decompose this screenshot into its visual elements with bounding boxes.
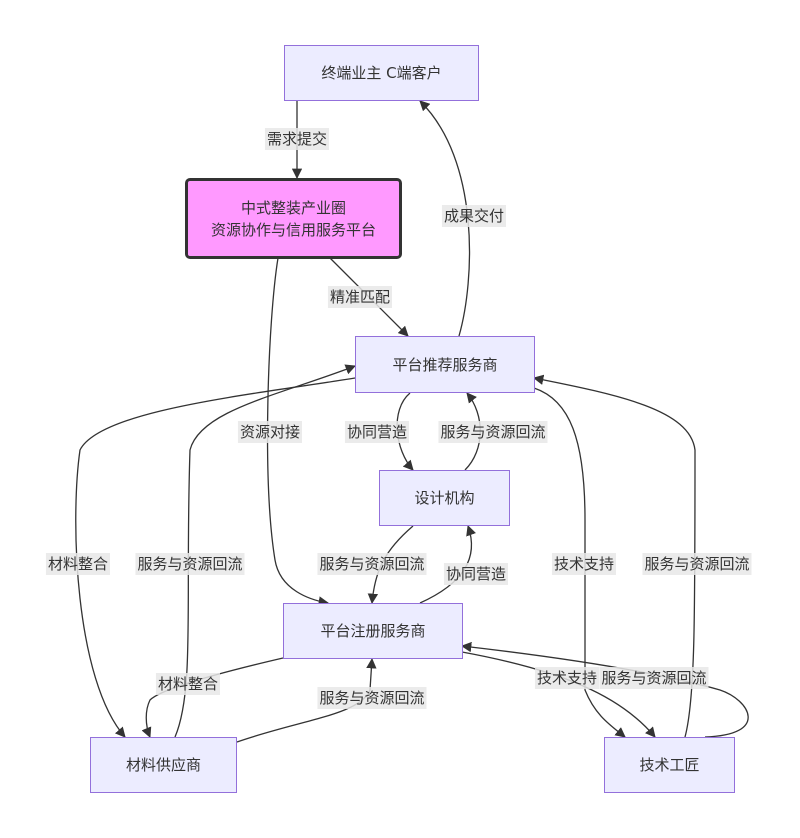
edge-label-demand-submit: 需求提交 (264, 128, 330, 150)
node-design-agency-label: 设计机构 (414, 489, 475, 507)
edge-label-service-flow-1: 服务与资源回流 (438, 421, 548, 443)
edge-label-tech-support-1: 技术支持 (551, 553, 617, 575)
edge-recommended-to-craftsman (533, 387, 626, 738)
edge-platform-to-registered (266, 257, 330, 607)
edge-label-service-flow-5: 服务与资源回流 (317, 687, 427, 709)
edge-label-service-flow-2: 服务与资源回流 (135, 553, 245, 575)
edge-label-service-flow-6: 服务与资源回流 (599, 667, 709, 689)
edge-label-collab-build-1: 协同营造 (344, 421, 410, 443)
node-end-customer[interactable]: 终端业主 C端客户 (284, 45, 479, 101)
edge-craftsman-to-recommended (532, 374, 696, 738)
edge-label-material-integrate-1: 材料整合 (45, 553, 111, 575)
edge-craftsman-to-registered (460, 641, 749, 738)
node-material-supplier[interactable]: 材料供应商 (90, 737, 237, 793)
node-craftsman[interactable]: 技术工匠 (604, 737, 735, 793)
edge-registered-to-craftsman (461, 651, 656, 738)
edge-label-collab-build-2: 协同营造 (443, 563, 509, 585)
node-craftsman-label: 技术工匠 (639, 756, 700, 774)
node-recommended-provider[interactable]: 平台推荐服务商 (355, 336, 535, 393)
node-design-agency[interactable]: 设计机构 (379, 470, 510, 526)
node-end-customer-label: 终端业主 C端客户 (321, 64, 442, 82)
edge-recommended-to-supplier (75, 377, 356, 738)
edge-label-tech-support-2: 技术支持 (534, 667, 600, 689)
node-registered-provider[interactable]: 平台注册服务商 (283, 603, 463, 659)
edge-label-material-integrate-2: 材料整合 (155, 673, 221, 695)
node-platform-label: 中式整装产业圈 资源协作与信用服务平台 (210, 198, 376, 239)
edge-label-service-flow-3: 服务与资源回流 (317, 553, 427, 575)
node-registered-provider-label: 平台注册服务商 (320, 622, 426, 640)
node-material-supplier-label: 材料供应商 (125, 756, 201, 774)
edge-registered-to-supplier (141, 657, 284, 738)
edge-label-delivery: 成果交付 (441, 205, 507, 227)
edge-label-resource-docking: 资源对接 (237, 421, 303, 443)
edge-label-service-flow-4: 服务与资源回流 (642, 553, 752, 575)
node-platform[interactable]: 中式整装产业圈 资源协作与信用服务平台 (185, 178, 402, 259)
edge-label-precise-match: 精准匹配 (327, 286, 393, 308)
node-recommended-provider-label: 平台推荐服务商 (392, 355, 498, 374)
